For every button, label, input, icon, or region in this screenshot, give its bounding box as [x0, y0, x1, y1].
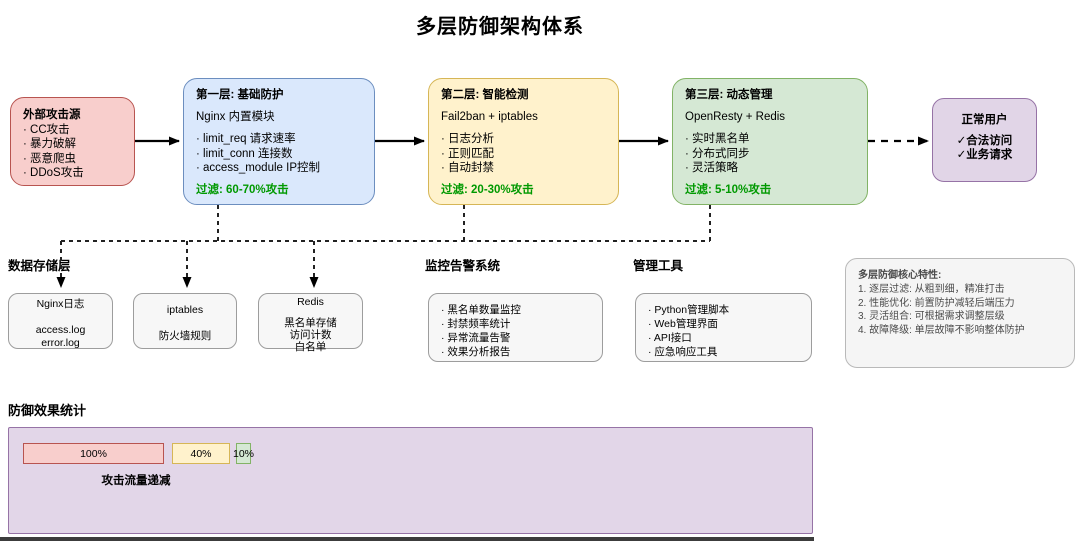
monitoring-item: · 黑名单数量监控: [441, 304, 521, 316]
layer1-item: · access_module IP控制: [196, 161, 320, 174]
layer3-item: · 分布式同步: [685, 147, 750, 160]
layer2-item: · 日志分析: [441, 133, 495, 146]
management-item: · Web管理界面: [648, 318, 718, 330]
layer3-node: 第三层: 动态管理 OpenResty + Redis · 实时黑名单 · 分布…: [672, 78, 868, 205]
storage-layer-label: 数据存储层: [8, 259, 71, 273]
layer2-title: 第二层: 智能检测: [441, 89, 529, 101]
layer3-filter-rate: 过滤: 5-10%攻击: [685, 184, 772, 197]
iptables-node: iptables 防火墙规则: [133, 293, 237, 349]
attack-item: · 暴力破解: [23, 138, 77, 151]
monitoring-label: 监控告警系统: [425, 259, 501, 273]
layer3-item: · 实时黑名单: [685, 133, 750, 146]
nginx-log-line: access.log: [35, 324, 86, 336]
attack-item: · CC攻击: [23, 124, 70, 137]
stats-bar-100: 100%: [23, 443, 164, 464]
core-features-title: 多层防御核心特性:: [858, 270, 942, 281]
layer1-subtitle: Nginx 内置模块: [196, 111, 275, 124]
core-feature-item: 2. 性能优化: 前置防护减轻后端压力: [858, 297, 1015, 309]
iptables-title: iptables: [166, 304, 204, 316]
management-item: · 应急响应工具: [648, 346, 718, 358]
nginx-log-line: error.log: [41, 337, 80, 349]
management-item: · Python管理脚本: [648, 304, 730, 316]
stats-caption: 攻击流量递减: [101, 475, 171, 487]
monitoring-item: · 封禁频率统计: [441, 318, 511, 330]
redis-line: 访问计数: [289, 329, 332, 341]
iptables-line: 防火墙规则: [158, 330, 212, 342]
layer1-item: · limit_conn 连接数: [196, 147, 293, 160]
management-item: · API接口: [648, 332, 692, 344]
core-feature-item: 4. 故障降级: 单层故障不影响整体防护: [858, 325, 1025, 337]
stats-section-label: 防御效果统计: [8, 403, 87, 418]
layer3-title: 第三层: 动态管理: [685, 89, 773, 101]
attack-source-node: 外部攻击源 · CC攻击 · 暴力破解 · 恶意爬虫 · DDoS攻击: [10, 97, 135, 186]
nginx-log-node: Nginx日志 access.log error.log: [8, 293, 113, 349]
layer1-node: 第一层: 基础防护 Nginx 内置模块 · limit_req 请求速率 · …: [183, 78, 375, 205]
core-feature-item: 1. 逐层过滤: 从粗到细，精准打击: [858, 283, 1005, 295]
management-label: 管理工具: [633, 259, 684, 273]
stats-bar-10: 10%: [233, 443, 254, 464]
bottom-edge-strip: [0, 537, 814, 541]
layer3-item: · 灵活策略: [685, 161, 739, 174]
redis-line: 白名单: [294, 341, 327, 353]
layer2-filter-rate: 过滤: 20-30%攻击: [441, 184, 534, 197]
layer1-item: · limit_req 请求速率: [196, 133, 296, 146]
monitoring-node: · 黑名单数量监控 · 封禁频率统计 · 异常流量告警 · 效果分析报告: [428, 293, 603, 362]
attack-source-title: 外部攻击源: [23, 109, 81, 121]
page-title: 多层防御架构体系: [416, 16, 584, 38]
nginx-log-title: Nginx日志: [36, 298, 85, 310]
redis-title: Redis: [297, 296, 324, 308]
normal-user-title: 正常用户: [961, 114, 1008, 126]
attack-item: · 恶意爬虫: [23, 152, 77, 165]
monitoring-item: · 异常流量告警: [441, 332, 511, 344]
layer2-subtitle: Fail2ban + iptables: [441, 111, 538, 124]
monitoring-item: · 效果分析报告: [441, 346, 511, 358]
layer2-item: · 正则匹配: [441, 147, 495, 160]
attack-item: · DDoS攻击: [23, 166, 84, 179]
layer1-filter-rate: 过滤: 60-70%攻击: [196, 184, 289, 197]
layer3-subtitle: OpenResty + Redis: [685, 111, 786, 124]
core-feature-item: 3. 灵活组合: 可根据需求调整层级: [858, 311, 1005, 323]
layer1-title: 第一层: 基础防护: [196, 89, 284, 101]
layer2-item: · 自动封禁: [441, 161, 495, 174]
stats-panel: 100% 40% 10% 攻击流量递减: [8, 427, 813, 534]
user-check-item: ✓合法访问: [956, 135, 1013, 148]
user-check-item: ✓业务请求: [956, 149, 1013, 162]
core-features-note: 多层防御核心特性: 1. 逐层过滤: 从粗到细，精准打击 2. 性能优化: 前置…: [845, 258, 1075, 368]
management-node: · Python管理脚本 · Web管理界面 · API接口 · 应急响应工具: [635, 293, 812, 362]
stats-bar-40: 40%: [172, 443, 230, 464]
redis-node: Redis 黑名单存储 访问计数 白名单: [258, 293, 363, 353]
redis-line: 黑名单存储: [284, 317, 337, 329]
layer2-node: 第二层: 智能检测 Fail2ban + iptables · 日志分析 · 正…: [428, 78, 619, 205]
normal-user-node: 正常用户 ✓合法访问 ✓业务请求: [932, 98, 1037, 182]
